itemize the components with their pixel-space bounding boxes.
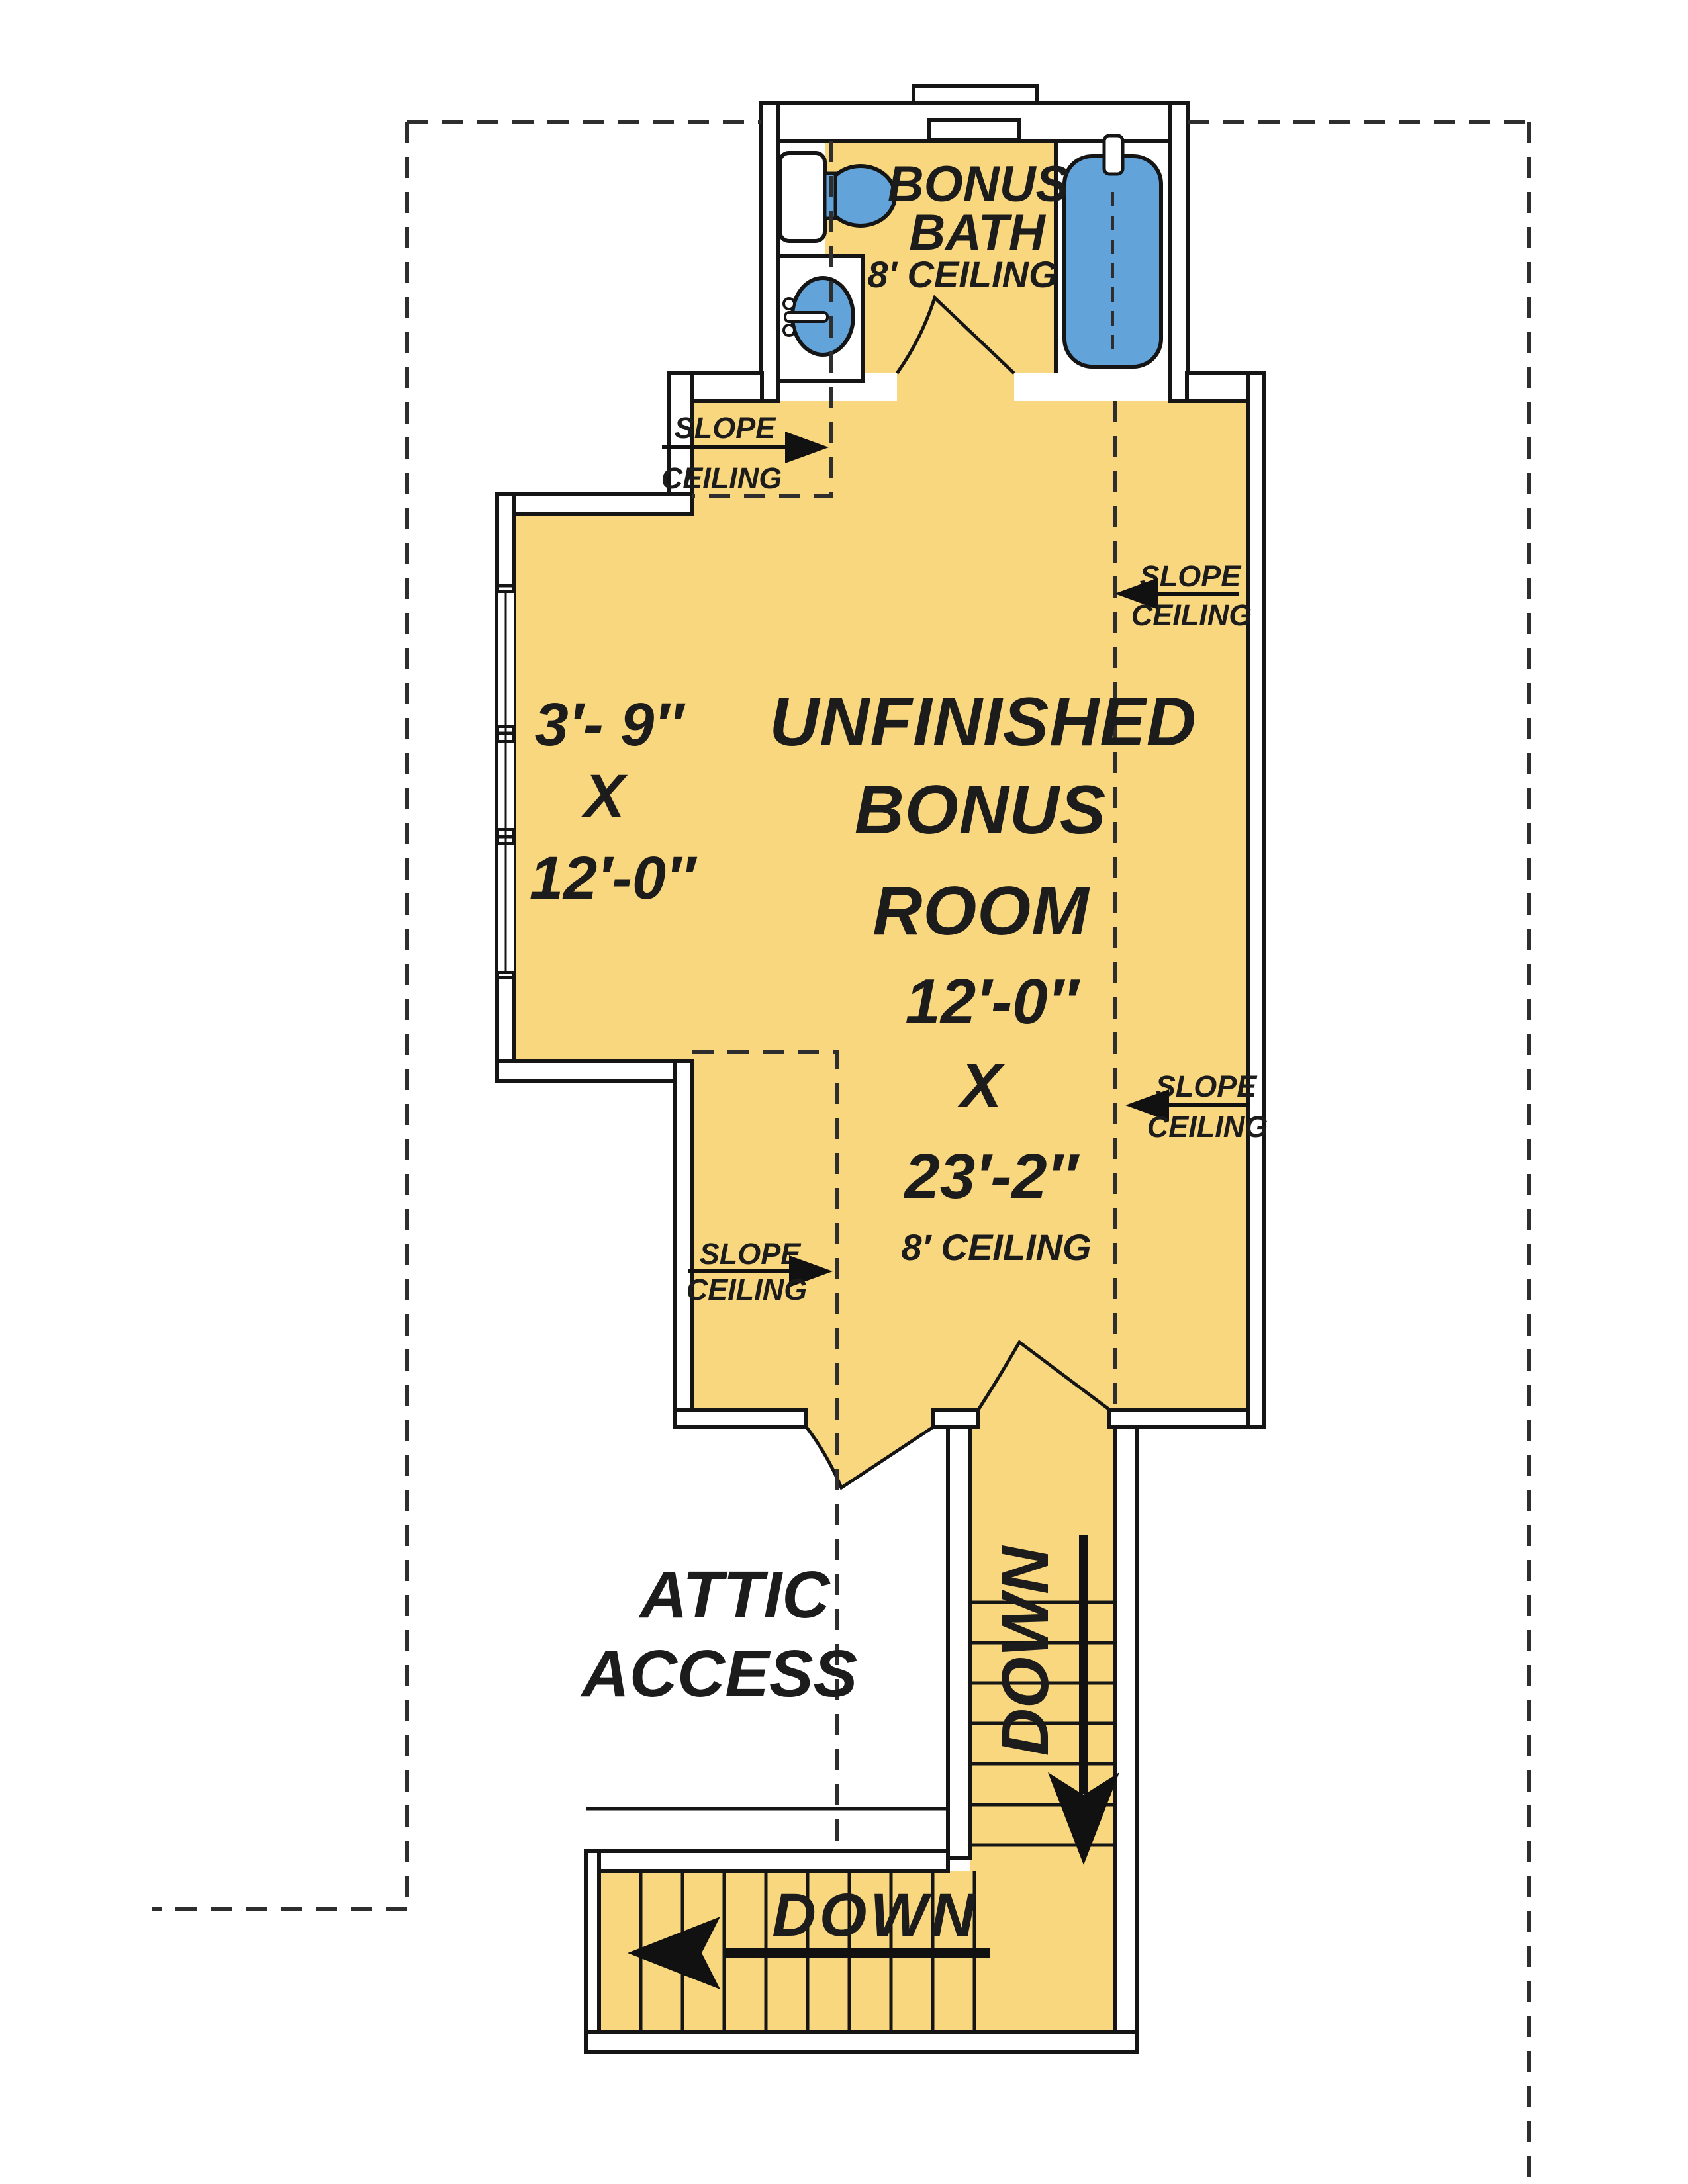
lower-left-wall <box>673 1059 694 1429</box>
slope-line-lower-left <box>692 1050 839 1853</box>
bottom-wall-pier <box>931 1408 980 1429</box>
faucet-knob <box>782 324 796 337</box>
room-name-line1: UNFINISHED <box>769 684 1197 760</box>
bathroom-right-wall <box>1168 101 1190 403</box>
slope-arrow-head-right <box>789 1255 833 1287</box>
corridor-top-wall <box>584 1849 950 1873</box>
alcove-top-wall <box>495 492 694 516</box>
slope-label-upper-left: SLOPE CEILING <box>661 411 829 495</box>
alcove-windows <box>495 584 516 979</box>
bathroom-top-window-bay <box>912 84 1039 105</box>
stair-shaft-left-wall <box>946 1425 972 1860</box>
attic-access-labels: ATTIC ACCESS <box>580 1558 858 1711</box>
slope-label-mid-right: SLOPE CEILING <box>1125 1069 1268 1144</box>
down-arrow-shaft-vertical <box>1079 1535 1088 1794</box>
room-dim-length: 23′-2″ <box>903 1141 1080 1212</box>
slope-text: SLOPE <box>1156 1069 1258 1103</box>
dashed-lines <box>152 120 1531 2183</box>
direction-arrows <box>628 1535 1119 1989</box>
bathroom-left-wall <box>759 101 780 403</box>
ceiling-text: CEILING <box>686 1273 808 1306</box>
stair-door-arc <box>976 1340 1111 1411</box>
slope-text: SLOPE <box>675 411 777 445</box>
bathroom-door-arc <box>895 295 1015 375</box>
bottom-wall-right <box>1107 1408 1266 1429</box>
room-name-line2: BONUS <box>855 772 1107 848</box>
slope-label-lower-left: SLOPE CEILING <box>686 1237 833 1306</box>
bonus-room-labels: UNFINISHED BONUS ROOM 12′-0″ X 23′-2″ 8′… <box>769 684 1197 1268</box>
room-dim-width: 12′-0″ <box>905 966 1080 1037</box>
bottom-wall-left <box>673 1408 808 1429</box>
tub-faucet <box>1102 134 1125 176</box>
ceiling-text: CEILING <box>661 461 782 495</box>
slope-arrow-head-left <box>1115 578 1158 610</box>
walls <box>495 84 1266 2054</box>
bathroom-fixtures <box>776 134 1163 383</box>
bathroom-ceiling-note: 8' CEILING <box>867 253 1057 295</box>
faucet-knob <box>782 297 796 310</box>
slope-arrow-head-left <box>1125 1089 1169 1121</box>
down-arrow-head-horizontal <box>628 1917 720 1989</box>
slope-arrow-head-right <box>785 432 829 463</box>
attic-line1: ATTIC <box>638 1558 831 1632</box>
corridor-bottom-wall <box>584 2030 1139 2054</box>
stair-door-opening <box>978 1410 1109 1427</box>
alcove-dimension-labels: 3′- 9″ X 12′-0″ <box>530 691 698 912</box>
room-dim-x: X <box>957 1050 1006 1121</box>
stair-shaft-right-wall <box>1113 1425 1139 2054</box>
corridor-left-wall <box>584 1849 601 2054</box>
down-arrow-shaft-horizontal <box>725 1948 990 1958</box>
attic-line2: ACCESS <box>580 1637 858 1711</box>
door-swings <box>805 295 1111 1490</box>
slope-label-upper-right: SLOPE CEILING <box>1115 559 1252 632</box>
down-label-vertical: DOWN <box>988 1545 1062 1756</box>
room-ceiling-note: 8′ CEILING <box>901 1226 1091 1268</box>
bathroom-top-window-inner <box>927 118 1021 142</box>
bathroom-name-line1: BONUS <box>888 156 1069 212</box>
bathroom-name-line2: BATH <box>909 205 1047 261</box>
cabinet <box>778 151 827 243</box>
attic-door-arc <box>805 1425 935 1490</box>
down-label-horizontal: DOWN <box>772 1882 978 1949</box>
faucet-spout <box>784 311 829 323</box>
alcove-dim-line2: X <box>581 762 628 830</box>
bathroom-labels: BONUS BATH 8' CEILING <box>867 156 1069 295</box>
slope-line-upper-left <box>692 141 833 498</box>
bonus-room-floor <box>514 401 1248 1410</box>
attic-door-swing <box>806 1410 933 1488</box>
room-right-wall <box>1246 371 1266 1429</box>
stair-labels: DOWN DOWN <box>772 1545 1062 1949</box>
alcove-dim-line3: 12′-0″ <box>530 844 698 912</box>
room-name-line3: ROOM <box>872 873 1090 950</box>
down-arrow-head-vertical <box>1048 1772 1119 1865</box>
ceiling-text: CEILING <box>1131 598 1252 632</box>
alcove-dim-line1: 3′- 9″ <box>535 691 686 758</box>
slope-text: SLOPE <box>700 1237 802 1271</box>
ceiling-text: CEILING <box>1147 1110 1268 1144</box>
alcove-bottom-wall <box>495 1059 694 1083</box>
